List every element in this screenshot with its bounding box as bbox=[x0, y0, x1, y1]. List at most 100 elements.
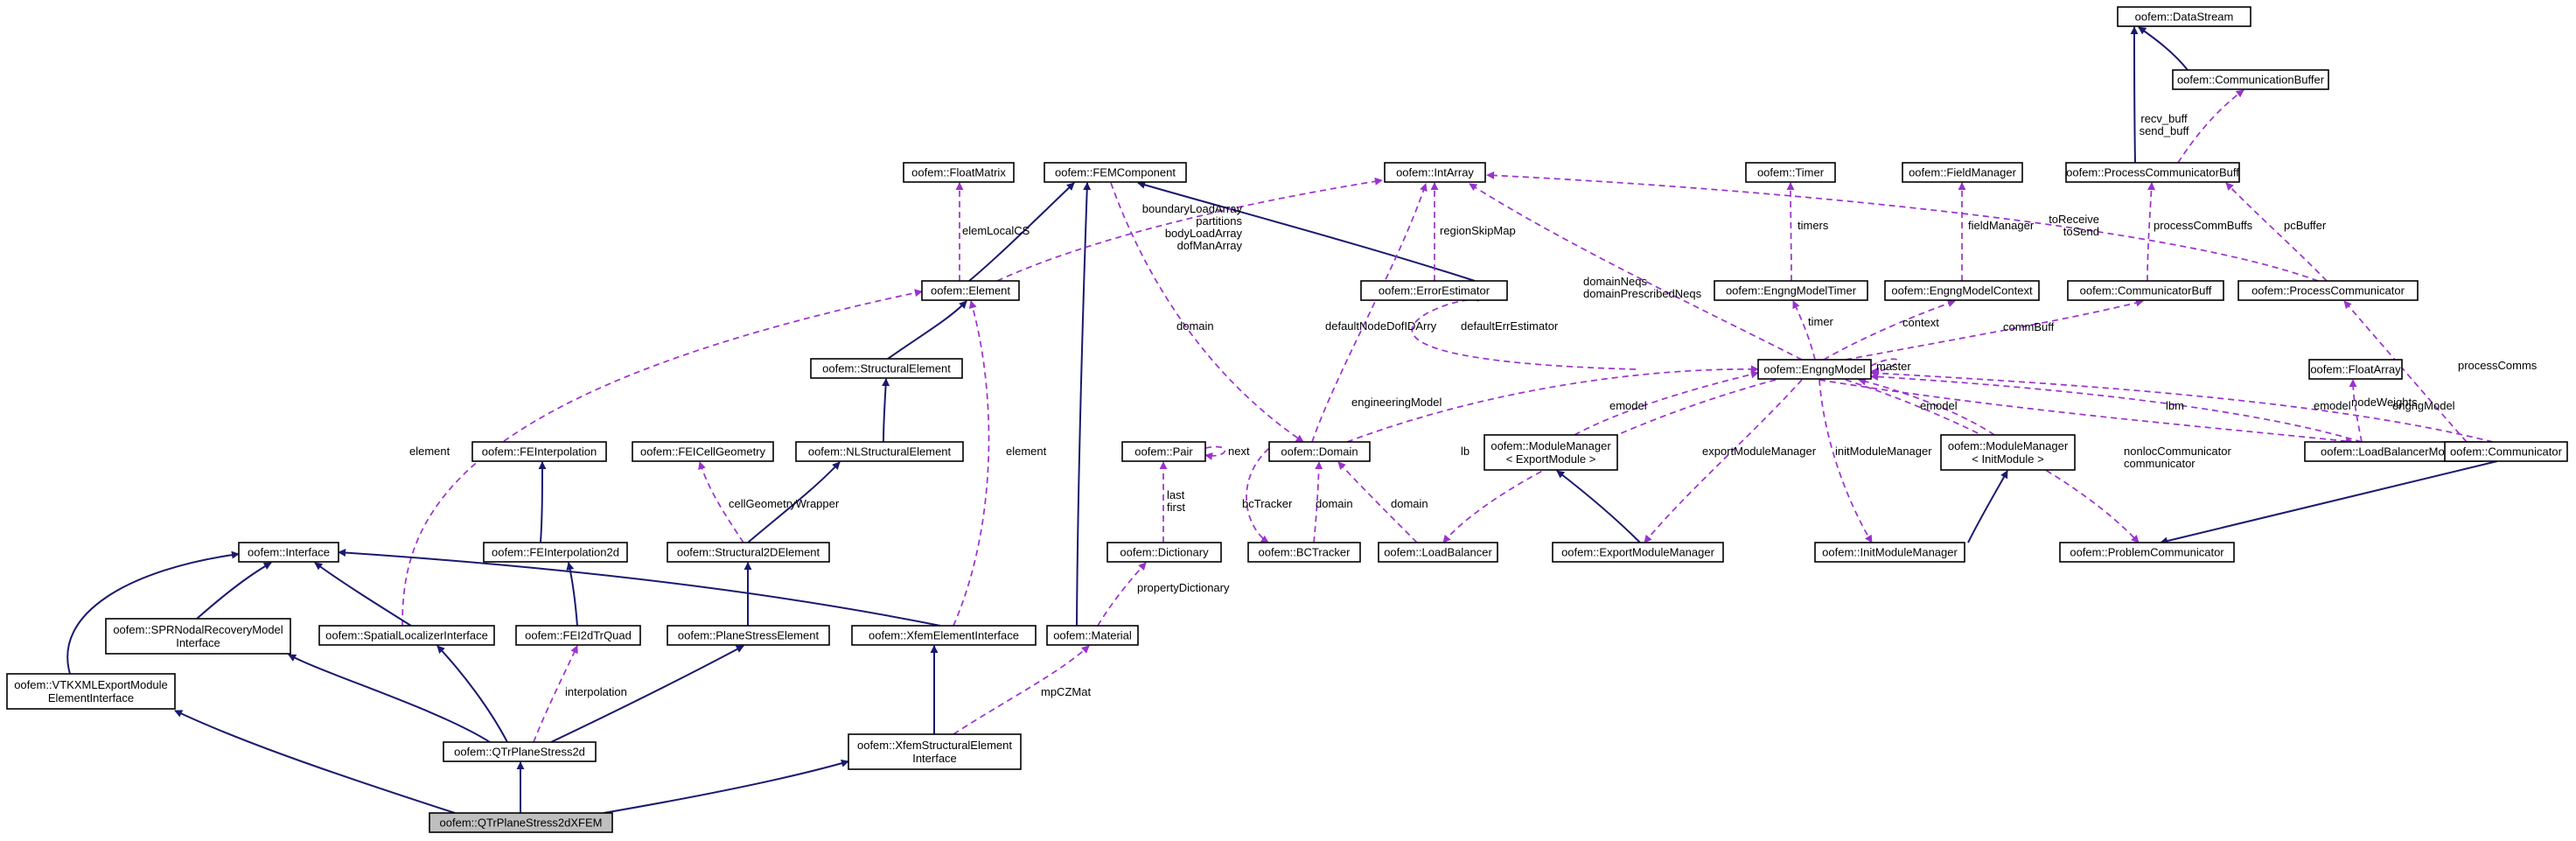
class-name-text: oofem::InitModuleManager bbox=[1822, 546, 1958, 559]
class-name-text: oofem::FEMComponent bbox=[1055, 166, 1176, 179]
class-node-fei2dtrquad[interactable]: oofem::FEI2dTrQuad bbox=[515, 625, 641, 646]
class-name-text: oofem::PlaneStressElement bbox=[678, 629, 820, 642]
class-node-mm_init[interactable]: oofem::ModuleManager< InitModule > bbox=[1940, 434, 2076, 471]
class-box bbox=[2308, 359, 2403, 380]
class-node-initmodulemanager[interactable]: oofem::InitModuleManager bbox=[1814, 542, 1965, 563]
class-name-text: oofem::CommunicatorBuff bbox=[2080, 284, 2212, 298]
class-name-text: Interface bbox=[912, 752, 957, 765]
class-box bbox=[1714, 280, 1868, 301]
inheritance-edge-63 bbox=[174, 710, 456, 814]
class-node-engngmodel[interactable]: oofem::EngngModel bbox=[1757, 359, 1872, 380]
class-node-datastream[interactable]: oofem::DataStream bbox=[2117, 6, 2251, 27]
inheritance-edge-3 bbox=[968, 182, 1075, 282]
class-box bbox=[1378, 542, 1498, 563]
inheritance-edge-57 bbox=[436, 645, 508, 743]
class-node-spatiallocalizer[interactable]: oofem::SpatialLocalizerInterface bbox=[318, 625, 495, 646]
class-node-xfemelementinterface[interactable]: oofem::XfemElementInterface bbox=[851, 625, 1037, 646]
class-box bbox=[2059, 542, 2235, 563]
class-box bbox=[1106, 542, 1222, 563]
edge-label-propertyDictionary: propertyDictionary bbox=[1137, 581, 1230, 594]
class-box bbox=[471, 441, 607, 462]
class-node-mm_export[interactable]: oofem::ModuleManager< ExportModule > bbox=[1483, 434, 1618, 471]
edge-label-commBuff: commBuff bbox=[2003, 320, 2055, 333]
edge-label-context: context bbox=[1902, 316, 1939, 329]
class-name-text: oofem::Structural2DElement bbox=[677, 546, 820, 559]
edge-label-engineeringModel: engineeringModel bbox=[1351, 396, 1442, 409]
edge-label-domain3: domain bbox=[1391, 497, 1428, 510]
usage-edge-39 bbox=[1246, 441, 1278, 543]
inheritance-edge-36 bbox=[1556, 470, 1641, 543]
class-node-commbuffer[interactable]: oofem::CommunicationBuffer bbox=[2172, 69, 2329, 90]
inheritance-edge-46 bbox=[566, 562, 578, 627]
usage-edge-10 bbox=[1110, 182, 1304, 443]
edge-label-cellGeometryWrapper: cellGeometryWrapper bbox=[729, 497, 840, 510]
edge-label-processComms: processComms bbox=[2458, 359, 2538, 372]
class-node-loadbalancer[interactable]: oofem::LoadBalancer bbox=[1378, 542, 1498, 563]
class-node-errorestimator[interactable]: oofem::ErrorEstimator bbox=[1360, 280, 1508, 301]
class-node-engngmodeltimer[interactable]: oofem::EngngModelTimer bbox=[1714, 280, 1868, 301]
class-node-floatarray[interactable]: oofem::FloatArray bbox=[2308, 359, 2403, 380]
class-box bbox=[1757, 359, 1872, 380]
class-name-text: oofem::ModuleManager bbox=[1948, 439, 2069, 452]
class-node-element[interactable]: oofem::Element bbox=[921, 280, 1020, 301]
class-box bbox=[1940, 434, 2076, 471]
class-node-qtrplanestress2d[interactable]: oofem::QTrPlaneStress2d bbox=[443, 741, 597, 762]
class-node-material[interactable]: oofem::Material bbox=[1046, 625, 1139, 646]
class-node-communicator[interactable]: oofem::Communicator bbox=[2444, 441, 2568, 462]
class-node-timer[interactable]: oofem::Timer bbox=[1745, 162, 1836, 183]
edge-label-fieldManager: fieldManager bbox=[1968, 219, 2035, 232]
class-box bbox=[1884, 280, 2040, 301]
class-box bbox=[921, 280, 1020, 301]
class-node-intarray[interactable]: oofem::IntArray bbox=[1384, 162, 1486, 183]
class-node-feicellgeometry[interactable]: oofem::FEICellGeometry bbox=[632, 441, 774, 462]
usage-edge-19 bbox=[1845, 298, 2144, 361]
class-node-feinterpolation[interactable]: oofem::FEInterpolation bbox=[471, 441, 607, 462]
usage-edge-25 bbox=[1574, 370, 1759, 436]
edge-label-bcTracker: bcTracker bbox=[1242, 497, 1293, 510]
class-node-nlstructuralelement[interactable]: oofem::NLStructuralElement bbox=[795, 441, 964, 462]
usage-edge-9 bbox=[1311, 183, 1428, 443]
class-name-text: oofem::ProcessCommunicator bbox=[2251, 284, 2405, 298]
class-node-floatmatrix[interactable]: oofem::FloatMatrix bbox=[903, 162, 1015, 183]
class-node-commbuff[interactable]: oofem::CommunicatorBuff bbox=[2067, 280, 2224, 301]
class-node-bctracker[interactable]: oofem::BCTracker bbox=[1247, 542, 1361, 563]
class-node-proccommbuff[interactable]: oofem::ProcessCommunicatorBuff bbox=[2065, 162, 2240, 183]
class-box bbox=[318, 625, 495, 646]
class-node-structuralelement[interactable]: oofem::StructuralElement bbox=[810, 358, 963, 379]
class-node-feinterpolation2d[interactable]: oofem::FEInterpolation2d bbox=[483, 542, 628, 563]
class-box bbox=[810, 358, 963, 379]
class-node-lbmonitor[interactable]: oofem::LoadBalancerMonitor bbox=[2304, 441, 2483, 462]
edge-label-emodel1: emodel bbox=[1609, 399, 1647, 412]
class-name-text: oofem::Element bbox=[931, 284, 1010, 298]
class-node-structural2delement[interactable]: oofem::Structural2DElement bbox=[667, 542, 830, 563]
class-node-qtrxfem[interactable]: oofem::QTrPlaneStress2dXFEM bbox=[429, 812, 613, 833]
edge-label-domain2: domain bbox=[1316, 497, 1353, 510]
class-node-planestresselement[interactable]: oofem::PlaneStressElement bbox=[667, 625, 830, 646]
class-node-problemcommunicator[interactable]: oofem::ProblemCommunicator bbox=[2059, 542, 2235, 563]
class-box bbox=[2172, 69, 2329, 90]
class-node-femcomponent[interactable]: oofem::FEMComponent bbox=[1044, 162, 1187, 183]
class-node-proccomm[interactable]: oofem::ProcessCommunicator bbox=[2237, 280, 2419, 301]
class-node-pair[interactable]: oofem::Pair bbox=[1121, 441, 1206, 462]
class-box bbox=[105, 618, 291, 655]
class-name-text: oofem::FEInterpolation2d bbox=[492, 546, 619, 559]
class-node-domain[interactable]: oofem::Domain bbox=[1268, 441, 1371, 462]
edge-label-emodel2: emodel bbox=[1920, 399, 1958, 412]
class-node-dictionary[interactable]: oofem::Dictionary bbox=[1106, 542, 1222, 563]
class-name-text: oofem::Domain bbox=[1281, 445, 1358, 459]
class-name-text: oofem::XfemElementInterface bbox=[869, 629, 1019, 642]
class-name-text: Interface bbox=[176, 636, 220, 649]
class-node-exportmodulemanager[interactable]: oofem::ExportModuleManager bbox=[1552, 542, 1724, 563]
class-box bbox=[1121, 441, 1206, 462]
class-node-interface[interactable]: oofem::Interface bbox=[238, 542, 339, 563]
class-node-fieldmanager[interactable]: oofem::FieldManager bbox=[1902, 162, 2023, 183]
usage-edge-11 bbox=[1469, 183, 1803, 361]
class-node-vtkxml[interactable]: oofem::VTKXMLExportModuleElementInterfac… bbox=[6, 673, 176, 710]
class-node-engngmodelcontext[interactable]: oofem::EngngModelContext bbox=[1884, 280, 2040, 301]
edge-label-initModuleManager: initModuleManager bbox=[1835, 445, 1932, 458]
class-name-text: oofem::NLStructuralElement bbox=[808, 445, 952, 459]
